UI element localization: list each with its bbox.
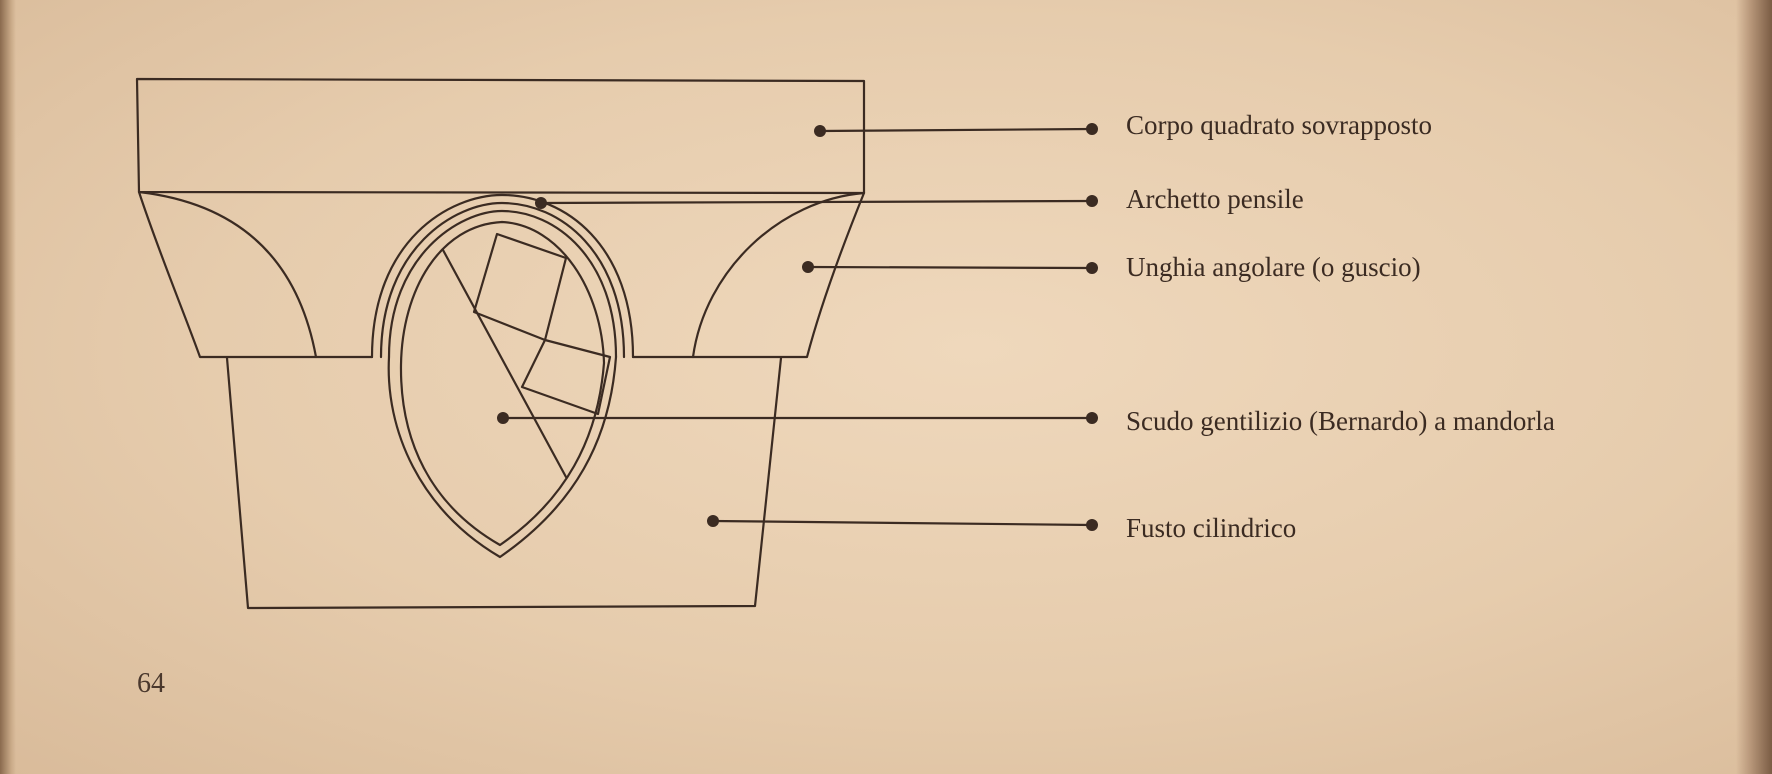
shield-square-upper [472,232,568,342]
leader-archetto [535,195,1098,209]
page-number: 64 [137,668,165,699]
leader-corpo [814,123,1098,137]
hanging-arch-middle [379,201,626,359]
hanging-arch-inner [387,209,618,359]
label-scudo-gentilizio: Scudo gentilizio (Bernardo) a mandorla [1126,406,1555,436]
almond-shield-outer [387,355,618,559]
shield-square-lower [520,338,612,416]
almond-shield-inner [399,220,606,547]
label-archetto-pensile: Archetto pensile [1126,184,1304,214]
cylindrical-shaft [225,356,783,610]
label-fusto-cilindrico: Fusto cilindrico [1126,513,1297,543]
leader-unghia [802,261,1098,274]
page-edge-left [0,0,16,774]
left-corner-spur [137,190,318,359]
right-corner-spur [691,191,866,359]
leader-fusto [707,515,1098,531]
hanging-arch-outer [370,193,635,359]
label-corpo-quadrato: Corpo quadrato sovrapposto [1126,110,1432,140]
label-unghia-angolare: Unghia angolare (o guscio) [1126,252,1421,282]
square-body [135,77,866,195]
leader-scudo [497,412,1098,424]
shield-bend-line [441,248,568,479]
page-edge-right [1736,0,1772,774]
